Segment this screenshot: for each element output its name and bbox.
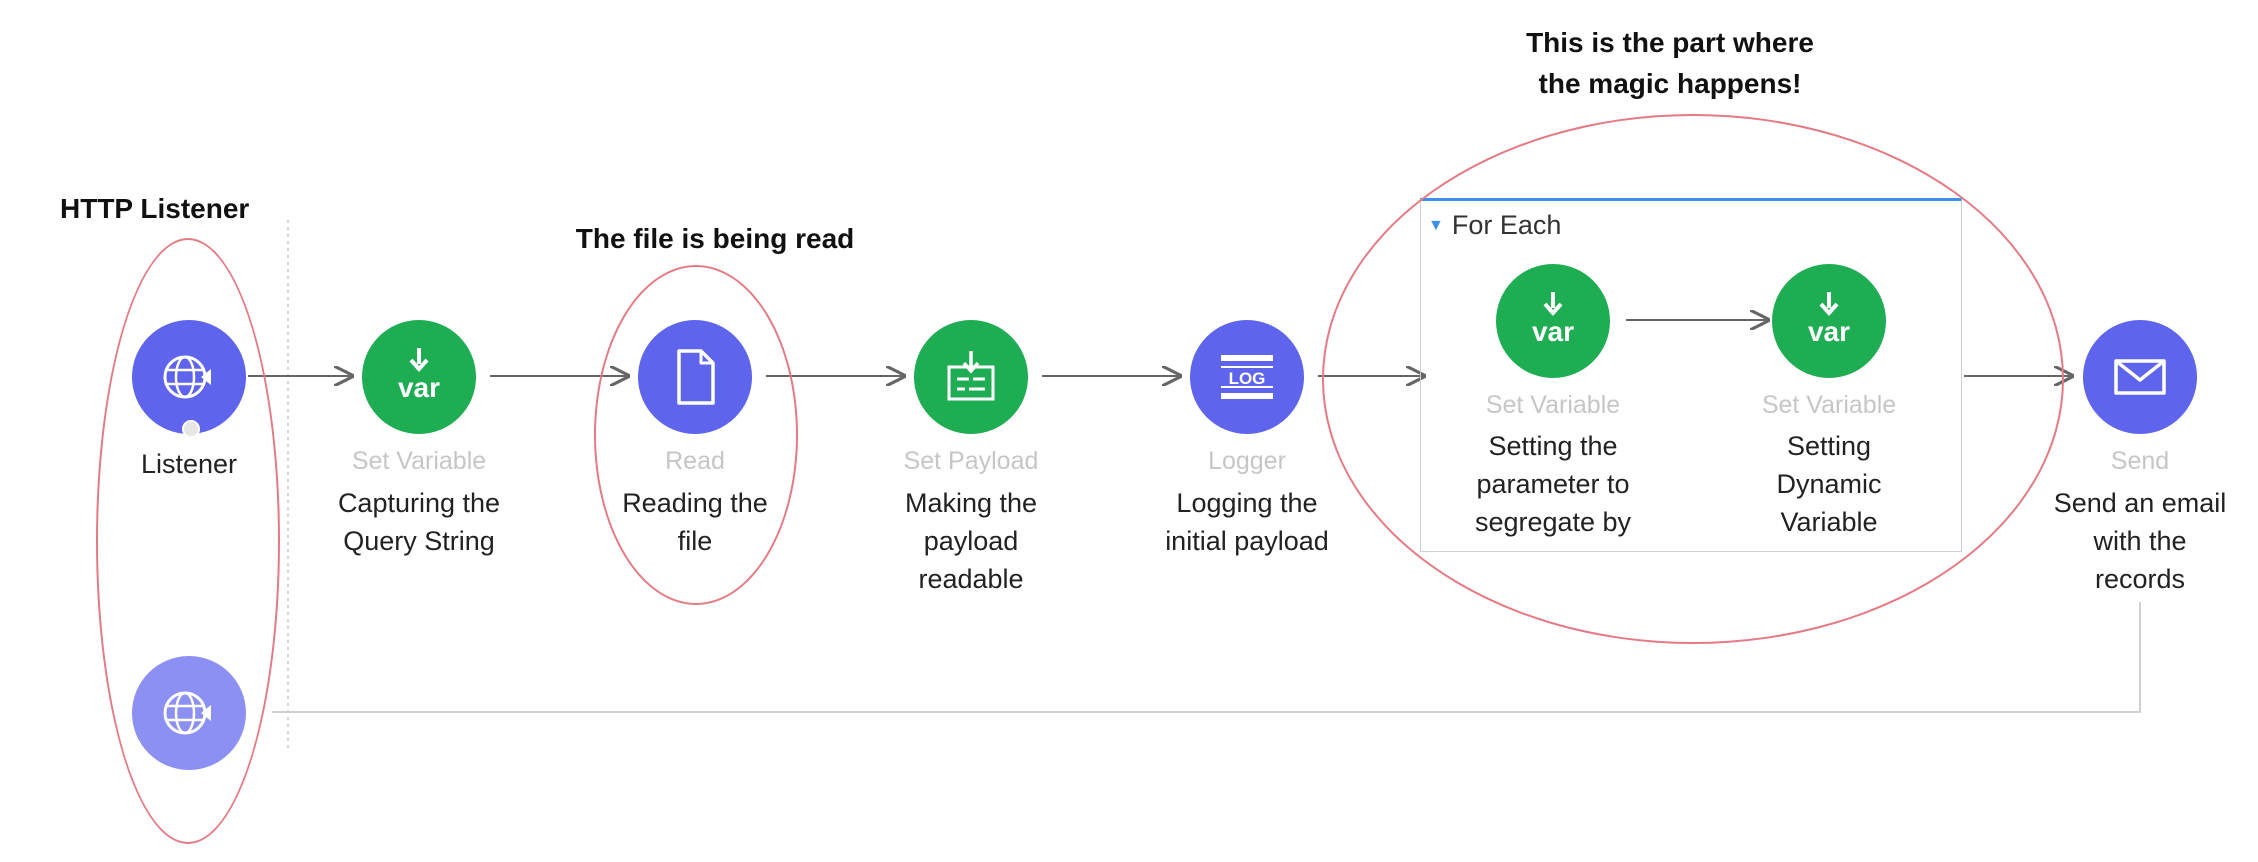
payload-icon bbox=[947, 351, 995, 401]
set-variable-capturing-type: Set Variable bbox=[351, 447, 487, 475]
svg-text:var: var bbox=[1532, 316, 1574, 347]
read-type: Read bbox=[665, 447, 725, 475]
listener-response-node[interactable] bbox=[132, 656, 246, 770]
send-type: Send bbox=[2110, 447, 2170, 475]
annotation-http-listener: HTTP Listener bbox=[60, 193, 250, 224]
for-each-scope-title: For Each bbox=[1451, 210, 1562, 240]
var-icon: var bbox=[1808, 292, 1850, 347]
logger-type: Logger bbox=[1208, 447, 1286, 475]
set-variable-capturing-node[interactable]: var bbox=[362, 320, 476, 434]
send-desc: Send an email with the records bbox=[2053, 488, 2227, 594]
read-desc: Reading the file bbox=[622, 488, 768, 556]
set-payload-desc: Making the payload readable bbox=[904, 488, 1038, 594]
set-variable-parameter-desc: Setting the parameter to segregate by bbox=[1474, 431, 1632, 537]
var-icon: var bbox=[1532, 292, 1574, 347]
set-variable-parameter-node[interactable]: var bbox=[1496, 264, 1610, 378]
svg-text:LOG: LOG bbox=[1229, 369, 1266, 388]
log-icon: LOG bbox=[1221, 355, 1273, 399]
envelope-icon bbox=[2114, 359, 2166, 395]
for-each-scope-header[interactable]: ▼ For Each bbox=[1428, 210, 1561, 241]
set-payload-node[interactable] bbox=[914, 320, 1028, 434]
file-icon bbox=[677, 349, 715, 405]
return-connector bbox=[272, 602, 2141, 713]
listener-label: Listener bbox=[140, 449, 238, 479]
set-variable-capturing-desc: Capturing the Query String bbox=[337, 488, 501, 556]
svg-text:var: var bbox=[398, 372, 440, 403]
listener-node[interactable] bbox=[132, 320, 246, 434]
logger-node[interactable]: LOG bbox=[1190, 320, 1304, 434]
for-each-scope[interactable] bbox=[1420, 198, 1962, 552]
globe-arrow-icon bbox=[163, 691, 211, 735]
svg-text:var: var bbox=[1808, 316, 1850, 347]
annotation-magic: This is the part where the magic happens… bbox=[1526, 27, 1814, 99]
set-payload-type: Set Payload bbox=[903, 447, 1039, 475]
caret-down-icon[interactable]: ▼ bbox=[1428, 216, 1444, 234]
set-variable-dynamic-desc: Setting Dynamic Variable bbox=[1776, 431, 1882, 537]
set-variable-dynamic-node[interactable]: var bbox=[1772, 264, 1886, 378]
set-variable-parameter-type: Set Variable bbox=[1485, 391, 1621, 419]
var-icon: var bbox=[398, 348, 440, 403]
set-variable-dynamic-type: Set Variable bbox=[1761, 391, 1897, 419]
listener-status-dot bbox=[182, 420, 200, 438]
globe-arrow-icon bbox=[163, 355, 211, 399]
logger-desc: Logging the initial payload bbox=[1165, 488, 1329, 556]
send-email-node[interactable] bbox=[2083, 320, 2197, 434]
annotation-file-read: The file is being read bbox=[575, 223, 855, 254]
read-node[interactable] bbox=[638, 320, 752, 434]
